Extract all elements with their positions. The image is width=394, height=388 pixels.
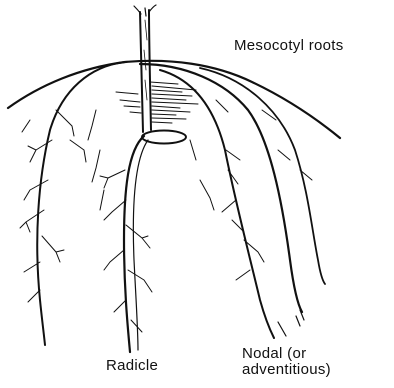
mesocotyl-hatching	[116, 82, 198, 123]
mesocotyl-roots-label: Mesocotyl roots	[234, 38, 344, 54]
right-root-laterals	[216, 100, 312, 280]
seed	[142, 131, 186, 144]
nodal-label-line1: Nodal (or	[242, 346, 331, 362]
radicle-label: Radicle	[106, 358, 158, 374]
nodal-leader-line	[278, 322, 286, 336]
nodal-roots-label: Nodal (or adventitious)	[242, 346, 331, 378]
left-root-laterals	[20, 110, 86, 302]
center-root-laterals	[88, 110, 244, 232]
radicle-root	[100, 136, 152, 352]
nodal-label-line2: adventitious)	[242, 362, 331, 378]
